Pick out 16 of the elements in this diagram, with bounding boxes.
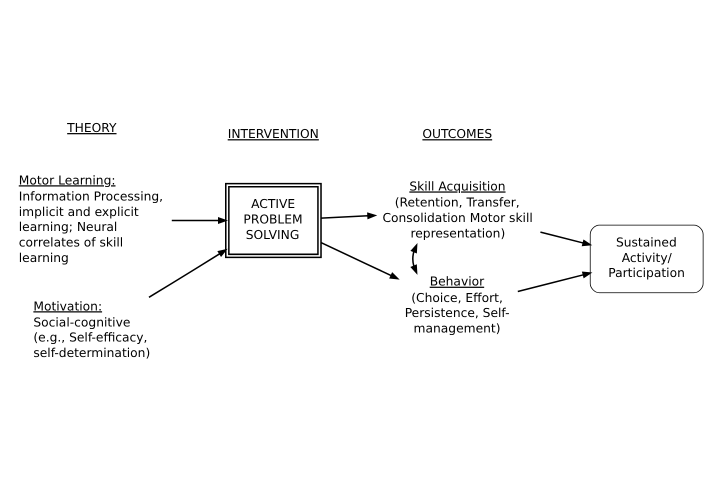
label: THEORY xyxy=(67,121,117,136)
label: OUTCOMES xyxy=(422,127,492,142)
node-text: Skill Acquisition (Retention, Transfer, Consolidation Motor skill representation) xyxy=(382,179,533,240)
label: INTERVENTION xyxy=(228,127,319,142)
arrow xyxy=(321,212,378,220)
arrow xyxy=(540,231,592,246)
node-text: Motor Learning: Information Processing, implicit and explicit learning; Neural correlates of skill learning xyxy=(18,173,164,265)
node-box: ACTIVE PROBLEM SOLVING xyxy=(225,182,322,258)
node-box: Sustained Activity/ Participation xyxy=(590,224,704,294)
node-text: Motivation: Social-cognitive (e.g., Self-efficacy, self-determination) xyxy=(33,299,150,360)
arrow xyxy=(410,242,418,275)
node-text: Behavior (Choice, Effort, Persistence, Self-management) xyxy=(404,274,510,336)
arrow xyxy=(172,217,228,224)
arrow xyxy=(148,248,228,298)
arrow xyxy=(320,242,400,280)
arrow xyxy=(518,272,592,292)
